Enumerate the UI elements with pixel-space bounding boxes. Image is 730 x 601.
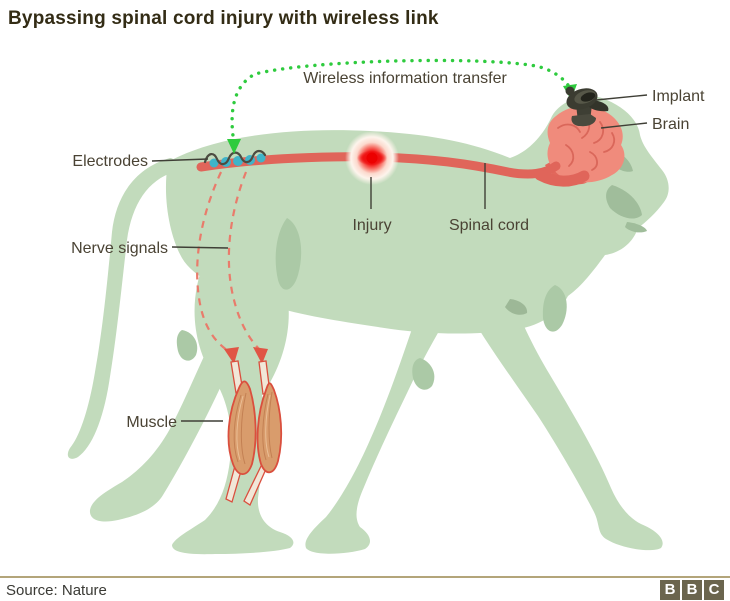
leader-lines — [151, 94, 648, 422]
label-injury: Injury — [352, 217, 391, 234]
leader-implant — [595, 94, 648, 101]
footer-divider — [0, 576, 730, 578]
monkey-shading — [176, 218, 567, 390]
label-muscle: Muscle — [126, 414, 177, 431]
wireless-arrowhead-electrodes — [227, 139, 241, 154]
bbc-logo-block: C — [704, 580, 724, 600]
bbc-logo-block: B — [660, 580, 680, 600]
label-spinal-cord: Spinal cord — [449, 217, 529, 234]
monkey-tail — [67, 158, 176, 459]
label-brain: Brain — [652, 116, 689, 133]
monkey-front-leg-near — [462, 291, 663, 551]
monkey-front-leg-far — [305, 299, 450, 554]
page-title: Bypassing spinal cord injury with wirele… — [8, 8, 439, 29]
spinal-cord-graphic — [196, 152, 590, 187]
label-implant: Implant — [652, 88, 705, 105]
injury-graphic — [345, 131, 399, 185]
label-electrodes: Electrodes — [72, 153, 148, 170]
implant-graphic — [565, 86, 609, 127]
muscle-graphic — [225, 360, 283, 506]
leader-nerve-signals — [171, 246, 229, 249]
bbc-logo: B B C — [660, 580, 724, 600]
source-credit: Source: Nature — [6, 582, 107, 599]
nerve-signals-graphic — [196, 171, 268, 364]
bbc-logo-block: B — [682, 580, 702, 600]
leader-electrodes — [151, 158, 209, 162]
label-nerve-signals: Nerve signals — [71, 240, 168, 257]
label-wireless: Wireless information transfer — [303, 70, 507, 87]
leader-brain — [600, 122, 648, 129]
electrodes-graphic — [203, 149, 267, 168]
